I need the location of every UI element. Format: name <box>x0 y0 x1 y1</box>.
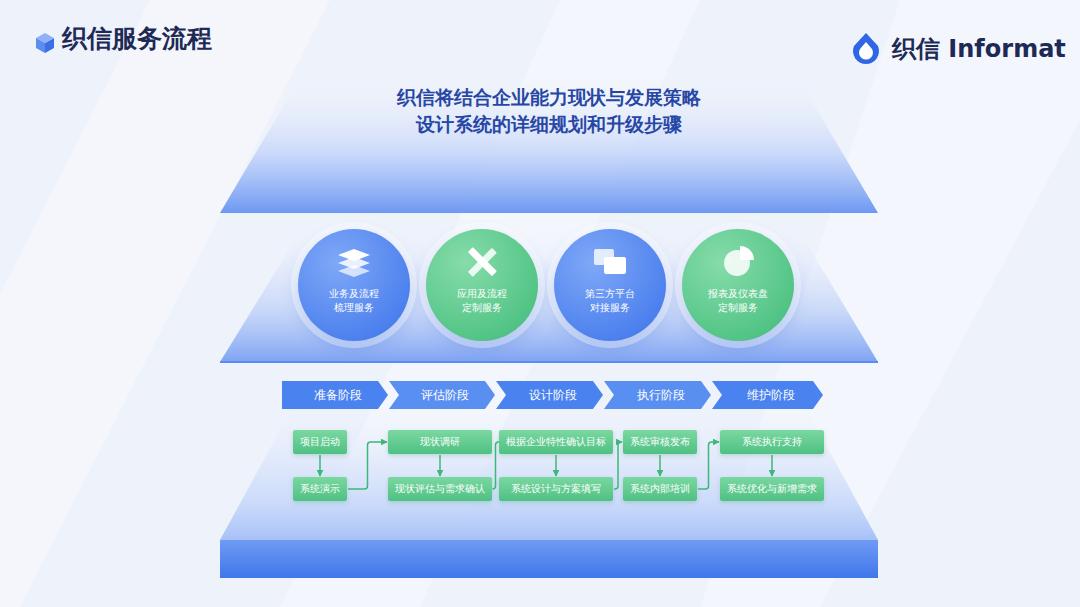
chevron-polygon <box>604 381 711 409</box>
flow-arrow <box>348 442 387 489</box>
flow-arrow <box>319 455 321 476</box>
flow-arrow <box>439 455 441 476</box>
step-box: 现状评估与需求确认 <box>388 477 492 501</box>
band-trapezoid <box>220 78 878 213</box>
icon-part <box>604 257 626 274</box>
flow-arrow <box>555 455 557 476</box>
icon-part <box>468 247 497 276</box>
chevron-polygon <box>282 381 388 409</box>
step-label: 系统执行支持 <box>742 435 802 449</box>
service-icon <box>334 243 374 281</box>
title-cube-icon <box>36 33 54 53</box>
page-title: 织信服务流程 <box>62 22 212 55</box>
circle-label-wrap: 报表及仪表盘 定制服务 <box>682 287 794 315</box>
step-box: 系统内部培训 <box>623 477 697 501</box>
logo-text: 织信 Informat <box>892 33 1066 65</box>
step-box: 系统优化与新增需求 <box>720 477 824 501</box>
step-label: 系统审核发布 <box>630 435 690 449</box>
icon-part <box>740 246 754 260</box>
chevron-polygon <box>389 381 495 409</box>
service-icon <box>462 243 502 281</box>
step-label: 系统设计与方案填写 <box>511 482 601 496</box>
service-circle: 第三方平台 对接服务 <box>554 229 666 341</box>
flow-arrow <box>659 455 661 476</box>
icon-part <box>468 248 497 277</box>
service-icon <box>590 243 630 281</box>
stage-chevron: 评估阶段 <box>389 381 495 409</box>
step-label: 现状评估与需求确认 <box>395 482 485 496</box>
service-circle: 报表及仪表盘 定制服务 <box>682 229 794 341</box>
step-box: 现状调研 <box>388 430 492 454</box>
layer-edge <box>220 361 878 363</box>
stage-chevron: 准备阶段 <box>282 381 388 409</box>
stage-chevron: 执行阶段 <box>604 381 711 409</box>
bottom-platform-front <box>220 540 878 578</box>
circle-label-wrap: 第三方平台 对接服务 <box>554 287 666 315</box>
step-box: 系统执行支持 <box>720 430 824 454</box>
circle-label: 应用及流程 定制服务 <box>445 287 519 315</box>
circle-label-wrap: 业务及流程 梳理服务 <box>298 287 410 315</box>
stage-chevron: 设计阶段 <box>496 381 603 409</box>
step-label: 现状调研 <box>420 435 460 449</box>
service-circle: 业务及流程 梳理服务 <box>298 229 410 341</box>
service-circle: 应用及流程 定制服务 <box>426 229 538 341</box>
bottom-platform-top <box>220 412 878 540</box>
step-label: 系统内部培训 <box>630 482 690 496</box>
step-label: 项目启动 <box>300 435 340 449</box>
flow-arrow <box>493 442 499 489</box>
circle-label-wrap: 应用及流程 定制服务 <box>426 287 538 315</box>
step-label: 系统演示 <box>300 482 340 496</box>
stage-chevron: 维护阶段 <box>712 381 823 409</box>
service-icon <box>718 243 758 281</box>
chevron-polygon <box>712 381 823 409</box>
step-box: 系统演示 <box>293 477 347 501</box>
logo-icon <box>853 33 879 64</box>
step-label: 根据企业特性确认目标 <box>506 435 606 449</box>
stage-label: 设计阶段 <box>523 387 577 404</box>
flow-arrow <box>698 442 719 489</box>
chevron-polygon <box>496 381 603 409</box>
step-box: 系统审核发布 <box>623 430 697 454</box>
step-box: 系统设计与方案填写 <box>499 477 613 501</box>
top-band: 织信将结合企业能力现状与发展策略 设计系统的详细规划和升级步骤 <box>220 78 878 213</box>
step-box: 项目启动 <box>293 430 347 454</box>
circle-label: 报表及仪表盘 定制服务 <box>701 287 775 315</box>
stage-label: 准备阶段 <box>308 387 362 404</box>
flow-arrow <box>614 442 622 489</box>
stage-label: 维护阶段 <box>741 387 795 404</box>
stage-label: 执行阶段 <box>631 387 685 404</box>
circle-label: 第三方平台 对接服务 <box>573 287 647 315</box>
stage-label: 评估阶段 <box>415 387 469 404</box>
icon-part <box>338 249 370 261</box>
step-box: 根据企业特性确认目标 <box>499 430 613 454</box>
flow-arrow <box>771 455 773 476</box>
step-label: 系统优化与新增需求 <box>727 482 817 496</box>
band-text: 织信将结合企业能力现状与发展策略 设计系统的详细规划和升级步骤 <box>384 84 714 213</box>
circle-label: 业务及流程 梳理服务 <box>317 287 391 315</box>
